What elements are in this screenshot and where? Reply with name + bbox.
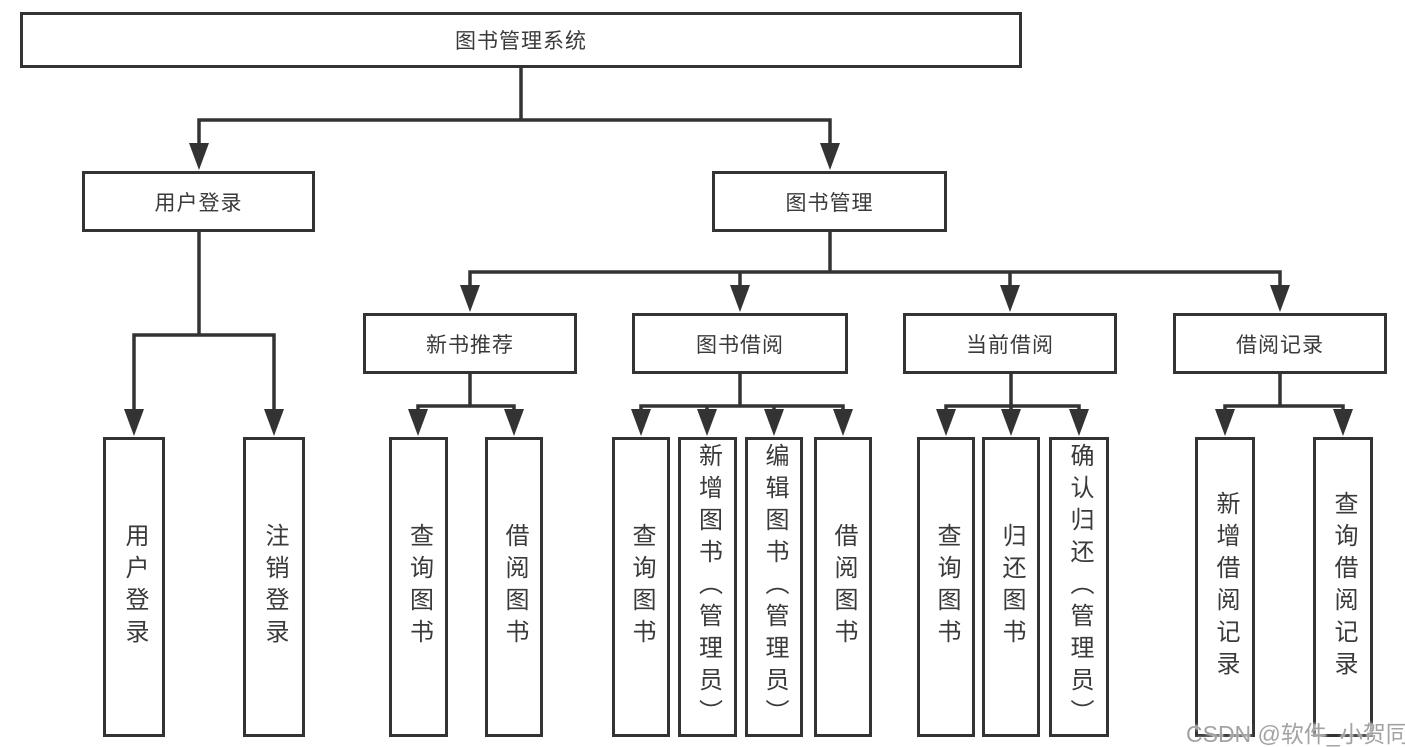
leaf-borrow-books-2: 借阅图书 [814, 437, 872, 737]
node-label: 图书借阅 [696, 333, 784, 357]
leaf-confirm-return-admin: 确认归还（管理员） [1049, 437, 1109, 737]
node-label: 归还图书 [998, 523, 1025, 651]
leaf-add-books-admin: 新增图书（管理员） [678, 437, 737, 737]
leaf-add-borrow-record: 新增借阅记录 [1195, 437, 1255, 737]
leaf-query-books-2: 查询图书 [612, 437, 670, 737]
node-label: 借阅图书 [830, 523, 857, 651]
node-user-login: 用户登录 [82, 171, 315, 232]
leaf-query-borrow-record: 查询借阅记录 [1313, 437, 1373, 737]
node-label: 用户登录 [154, 191, 243, 215]
node-label: 查询借阅记录 [1330, 491, 1357, 683]
node-label: 借阅图书 [501, 523, 528, 651]
leaf-query-books-3: 查询图书 [917, 437, 975, 737]
node-label: 查询图书 [933, 523, 960, 651]
node-label: 图书管理 [785, 191, 874, 215]
leaf-logout: 注销登录 [243, 437, 305, 737]
node-label: 注销登录 [261, 523, 288, 651]
node-new-book-recommendation: 新书推荐 [363, 313, 577, 374]
node-label: 借阅记录 [1236, 333, 1324, 357]
node-label: 确认归还（管理员） [1066, 443, 1093, 731]
node-label: 查询图书 [405, 523, 433, 651]
node-library-management-system: 图书管理系统 [20, 12, 1022, 68]
node-book-management: 图书管理 [712, 171, 947, 232]
node-label: 新增借阅记录 [1212, 491, 1239, 683]
leaf-edit-books-admin: 编辑图书（管理员） [745, 437, 803, 737]
node-borrowing-records: 借阅记录 [1173, 313, 1387, 374]
node-current-borrowing: 当前借阅 [903, 313, 1117, 374]
node-label: 查询图书 [628, 523, 655, 651]
node-label: 图书管理系统 [455, 30, 587, 53]
node-label: 新书推荐 [426, 333, 514, 357]
node-label: 新增图书（管理员） [694, 443, 722, 731]
leaf-borrow-books-1: 借阅图书 [485, 437, 543, 737]
node-label: 用户登录 [121, 523, 148, 651]
leaf-query-books-1: 查询图书 [389, 437, 448, 737]
connector-arrowheads [124, 143, 1353, 436]
leaf-user-login: 用户登录 [103, 437, 165, 737]
node-label: 编辑图书（管理员） [761, 443, 788, 731]
watermark: CSDN @软件_小贺同学 [1186, 721, 1405, 747]
node-label: 当前借阅 [966, 333, 1054, 357]
leaf-return-books: 归还图书 [982, 437, 1040, 737]
node-book-borrowing: 图书借阅 [632, 313, 848, 374]
